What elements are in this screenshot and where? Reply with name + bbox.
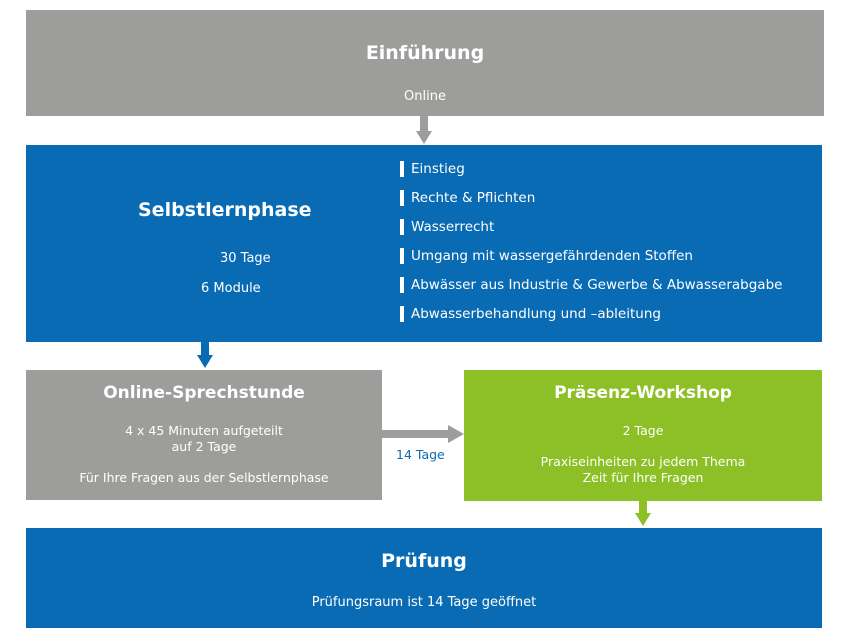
topic-label: Einstieg (411, 161, 465, 177)
list-item: Abwässer aus Industrie & Gewerbe & Abwas… (400, 276, 782, 294)
arrow-down-icon (197, 342, 213, 368)
arrow-down-icon (635, 501, 651, 526)
online-session-desc-line: 4 x 45 Minuten aufgeteilt (125, 423, 283, 438)
arrow-right-icon (382, 425, 464, 443)
online-session-note: Für Ihre Fragen aus der Selbstlernphase (79, 470, 329, 485)
workshop-desc-line: Praxiseinheiten zu jedem Thema (540, 454, 746, 469)
workshop-box: Präsenz-Workshop 2 Tage Praxiseinheiten … (464, 370, 822, 501)
bullet-bar-icon (400, 277, 404, 293)
online-session-box: Online-Sprechstunde 4 x 45 Minuten aufge… (26, 370, 382, 500)
online-session-title: Online-Sprechstunde (103, 383, 305, 403)
list-item: Umgang mit wassergefährdenden Stoffen (400, 247, 782, 265)
list-item: Einstieg (400, 160, 782, 178)
bullet-bar-icon (400, 248, 404, 264)
self-study-modules: 6 Module (201, 281, 261, 296)
arrow-down-icon (416, 116, 432, 144)
topic-label: Rechte & Pflichten (411, 190, 536, 206)
bullet-bar-icon (400, 306, 404, 322)
self-study-days: 30 Tage (220, 251, 271, 266)
intro-subtitle: Online (404, 89, 446, 104)
online-session-description: 4 x 45 Minuten aufgeteilt auf 2 Tage (26, 423, 382, 455)
exam-box: Prüfung Prüfungsraum ist 14 Tage geöffne… (26, 528, 822, 628)
online-session-desc-line: auf 2 Tage (171, 439, 237, 454)
self-study-title: Selbstlernphase (138, 199, 312, 221)
bullet-bar-icon (400, 190, 404, 206)
list-item: Abwasserbehandlung und –ableitung (400, 305, 782, 323)
connector-label: 14 Tage (396, 447, 445, 462)
exam-title: Prüfung (381, 550, 467, 572)
topic-label: Umgang mit wassergefährdenden Stoffen (411, 248, 693, 264)
bullet-bar-icon (400, 161, 404, 177)
intro-title: Einführung (365, 42, 485, 64)
list-item: Rechte & Pflichten (400, 189, 782, 207)
topic-label: Wasserrecht (411, 219, 495, 235)
topic-list: Einstieg Rechte & Pflichten Wasserrecht … (400, 160, 782, 334)
workshop-description: Praxiseinheiten zu jedem Thema Zeit für … (464, 454, 822, 486)
self-study-box: Selbstlernphase 30 Tage 6 Module Einstie… (26, 145, 822, 342)
intro-box: Einführung Online (26, 10, 824, 116)
topic-label: Abwässer aus Industrie & Gewerbe & Abwas… (411, 277, 783, 293)
exam-subtitle: Prüfungsraum ist 14 Tage geöffnet (311, 595, 537, 610)
bullet-bar-icon (400, 219, 404, 235)
list-item: Wasserrecht (400, 218, 782, 236)
topic-label: Abwasserbehandlung und –ableitung (411, 306, 661, 322)
workshop-desc-line: Zeit für Ihre Fragen (582, 470, 704, 485)
workshop-title: Präsenz-Workshop (554, 383, 732, 403)
workshop-days: 2 Tage (622, 423, 664, 438)
